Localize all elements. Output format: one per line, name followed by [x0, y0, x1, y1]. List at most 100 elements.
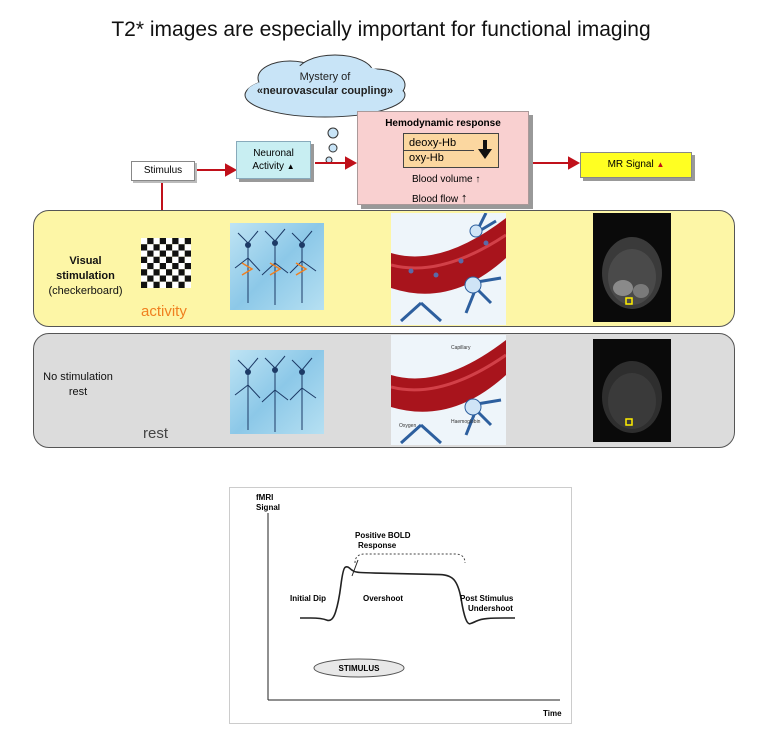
- mri-rest-image: [593, 339, 671, 442]
- checker-square: [178, 250, 185, 257]
- checker-square: [159, 250, 166, 257]
- checker-square: [178, 238, 185, 245]
- checker-square: [172, 269, 179, 276]
- positive-bold-label-line2: Response: [358, 541, 397, 550]
- checker-square: [172, 275, 179, 282]
- mr-signal-box: MR Signal ▲: [580, 152, 692, 178]
- checker-square: [166, 256, 173, 263]
- checker-square: [147, 263, 154, 270]
- bold-chart-svg: STIMULUS fMRI Signal Time Positive BOLD …: [256, 493, 562, 718]
- up-arrow-icon: ▲: [656, 160, 665, 169]
- checker-square: [184, 256, 191, 263]
- checker-square: [147, 250, 154, 257]
- rest-label: No stimulation rest: [43, 371, 113, 398]
- checker-square: [166, 263, 173, 270]
- checker-square: [159, 256, 166, 263]
- checker-square: [159, 244, 166, 251]
- checker-square: [141, 250, 148, 257]
- checker-square: [153, 281, 160, 288]
- flow-diagram: [161, 54, 582, 272]
- checker-square: [147, 238, 154, 245]
- checker-square: [153, 238, 160, 245]
- thought-cloud: [244, 54, 406, 164]
- bold-chart: STIMULUS fMRI Signal Time Positive BOLD …: [229, 487, 572, 724]
- checker-square: [153, 256, 160, 263]
- checker-square: [166, 244, 173, 251]
- checker-square: [184, 244, 191, 251]
- checker-square: [153, 269, 160, 276]
- checker-square: [178, 269, 185, 276]
- checker-square: [159, 269, 166, 276]
- post-stimulus-label-line2: Undershoot: [468, 604, 513, 613]
- checker-square: [184, 269, 191, 276]
- hemodynamic-title: Hemodynamic response: [385, 118, 501, 129]
- hemodynamic-response-box: Hemodynamic response deoxy-Hb oxy-Hb Blo…: [357, 111, 529, 205]
- cloud-text: Mystery of «neurovascular coupling»: [256, 71, 394, 97]
- neurons-active-drawing: [234, 228, 317, 305]
- checker-square: [166, 275, 173, 282]
- checker-square: [141, 238, 148, 245]
- checker-square: [147, 256, 154, 263]
- blood-vessel-rest-drawing: Capillary Oxygen Haemoglobin: [390, 340, 507, 445]
- checker-square: [141, 275, 148, 282]
- checker-square: [172, 281, 179, 288]
- neuronal-activity-box: Neuronal Activity ▲: [236, 141, 311, 179]
- mri-active-drawing: [602, 237, 662, 309]
- checker-square: [147, 275, 154, 282]
- checker-square: [178, 244, 185, 251]
- checker-square: [172, 244, 179, 251]
- mri-rest-drawing: [602, 361, 662, 433]
- checker-square: [178, 263, 185, 270]
- visual-stimulation-label: Visual stimulation (checkerboard): [48, 255, 123, 297]
- bold-curve: [300, 566, 515, 625]
- checker-square: [147, 244, 154, 251]
- checker-square: [172, 256, 179, 263]
- stimulus-ellipse: [313, 658, 405, 678]
- checker-square: [184, 275, 191, 282]
- checker-square: [141, 269, 148, 276]
- post-stimulus-label-line1: Post Stimulus: [460, 594, 514, 603]
- vessel-label-oxygen: Oxygen: [399, 423, 416, 429]
- up-arrow-icon: ↑: [460, 190, 468, 205]
- checker-square: [172, 238, 179, 245]
- checker-square: [153, 244, 160, 251]
- checker-square: [141, 281, 148, 288]
- checker-square: [184, 250, 191, 257]
- checker-square: [153, 263, 160, 270]
- neurons-rest-drawing: [234, 355, 317, 432]
- checker-square: [153, 275, 160, 282]
- checker-square: [141, 244, 148, 251]
- overshoot-label: Overshoot: [363, 594, 403, 603]
- checker-square: [178, 256, 185, 263]
- stimulus-label: STIMULUS: [339, 664, 381, 673]
- checker-square: [172, 250, 179, 257]
- up-arrow-icon: ↑: [475, 174, 481, 185]
- initial-dip-label: Initial Dip: [290, 594, 326, 603]
- checker-square: [153, 250, 160, 257]
- y-axis-label-line2: Signal: [256, 503, 280, 512]
- checker-square: [159, 263, 166, 270]
- x-axis-label: Time: [543, 709, 562, 718]
- checker-square: [147, 281, 154, 288]
- vessel-label-haemoglobin: Haemoglobin: [451, 419, 481, 425]
- checker-square: [166, 238, 173, 245]
- blood-vessel-active-drawing: [390, 212, 507, 323]
- checker-square: [159, 281, 166, 288]
- blood-vessel-rest-image: Capillary Oxygen Haemoglobin: [390, 335, 507, 445]
- checker-square: [147, 269, 154, 276]
- mri-active-image: [593, 213, 671, 322]
- neurons-active-image: [230, 223, 324, 310]
- checker-square: [159, 275, 166, 282]
- rest-state-label: rest: [143, 425, 169, 442]
- checker-square: [166, 250, 173, 257]
- hemoglobin-box: deoxy-Hb oxy-Hb: [403, 133, 499, 168]
- checker-square: [166, 269, 173, 276]
- neurons-rest-image: [230, 350, 324, 434]
- activity-label: activity: [141, 303, 187, 320]
- checker-square: [172, 263, 179, 270]
- stimulus-box: Stimulus: [131, 161, 195, 181]
- positive-bold-label-line1: Positive BOLD: [355, 531, 411, 540]
- y-axis-label-line1: fMRI: [256, 493, 273, 502]
- vessel-label-capillary: Capillary: [451, 345, 471, 351]
- overshoot-pointer: [351, 559, 359, 577]
